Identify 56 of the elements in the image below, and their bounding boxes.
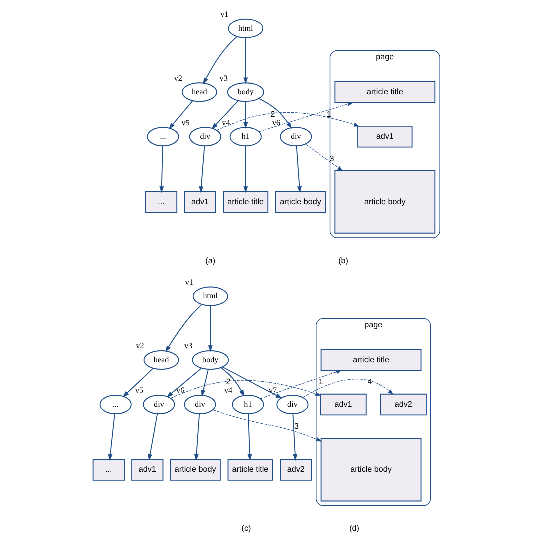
node-label: v2	[174, 74, 182, 83]
arrow	[247, 414, 252, 461]
node-ellipse: h1	[229, 127, 262, 147]
node-ellipse: div	[184, 395, 216, 414]
arrow	[302, 379, 394, 398]
arrow	[243, 146, 248, 194]
node-label: v5	[135, 386, 144, 396]
node-ellipse: ...	[146, 127, 179, 147]
arrow	[148, 414, 158, 461]
node-ellipse: div	[188, 127, 221, 147]
node-ellipse: body	[192, 350, 229, 370]
arrow	[216, 112, 360, 131]
node-label: v6	[176, 386, 184, 396]
arrow	[159, 146, 164, 194]
node-label: v1	[184, 278, 193, 287]
arrow	[260, 370, 342, 400]
arrow	[165, 304, 202, 352]
node-ellipse: head	[181, 82, 217, 102]
node-label: v3	[184, 342, 192, 351]
arrow	[222, 366, 282, 399]
arrow	[202, 36, 237, 84]
arrow	[305, 144, 343, 172]
node-label: v6	[272, 118, 280, 128]
node-ellipse: body	[226, 82, 264, 102]
arrow	[108, 414, 115, 461]
node-ellipse: div	[280, 127, 312, 147]
node-ellipse: ...	[99, 395, 132, 414]
node-label: v1	[220, 10, 228, 20]
arrow	[168, 100, 193, 130]
arrow	[243, 38, 248, 84]
arrow	[166, 368, 202, 398]
node-label: v5	[181, 118, 190, 128]
node-label: v4	[222, 118, 230, 128]
arrow	[243, 101, 248, 129]
arrow	[194, 414, 200, 461]
arrow	[258, 98, 292, 129]
node-ellipse: h1	[232, 395, 264, 414]
arrow	[258, 102, 354, 132]
node-label: v4	[224, 386, 232, 396]
arrow	[200, 369, 208, 397]
arrow	[220, 367, 244, 397]
node-ellipse: html	[228, 18, 264, 38]
node-label: v2	[136, 342, 144, 351]
arrow	[198, 146, 205, 194]
arrow	[296, 146, 302, 194]
node-label: v3	[219, 74, 228, 83]
arrow	[208, 306, 212, 352]
node-ellipse: html	[192, 286, 228, 306]
node-ellipse: head	[143, 350, 179, 370]
arrow	[212, 410, 322, 442]
arrow	[211, 100, 238, 130]
node-ellipse: div	[276, 395, 308, 414]
arrow	[292, 414, 298, 461]
node-ellipse: div	[142, 395, 175, 414]
arrow	[122, 368, 154, 398]
arrow	[170, 380, 321, 399]
